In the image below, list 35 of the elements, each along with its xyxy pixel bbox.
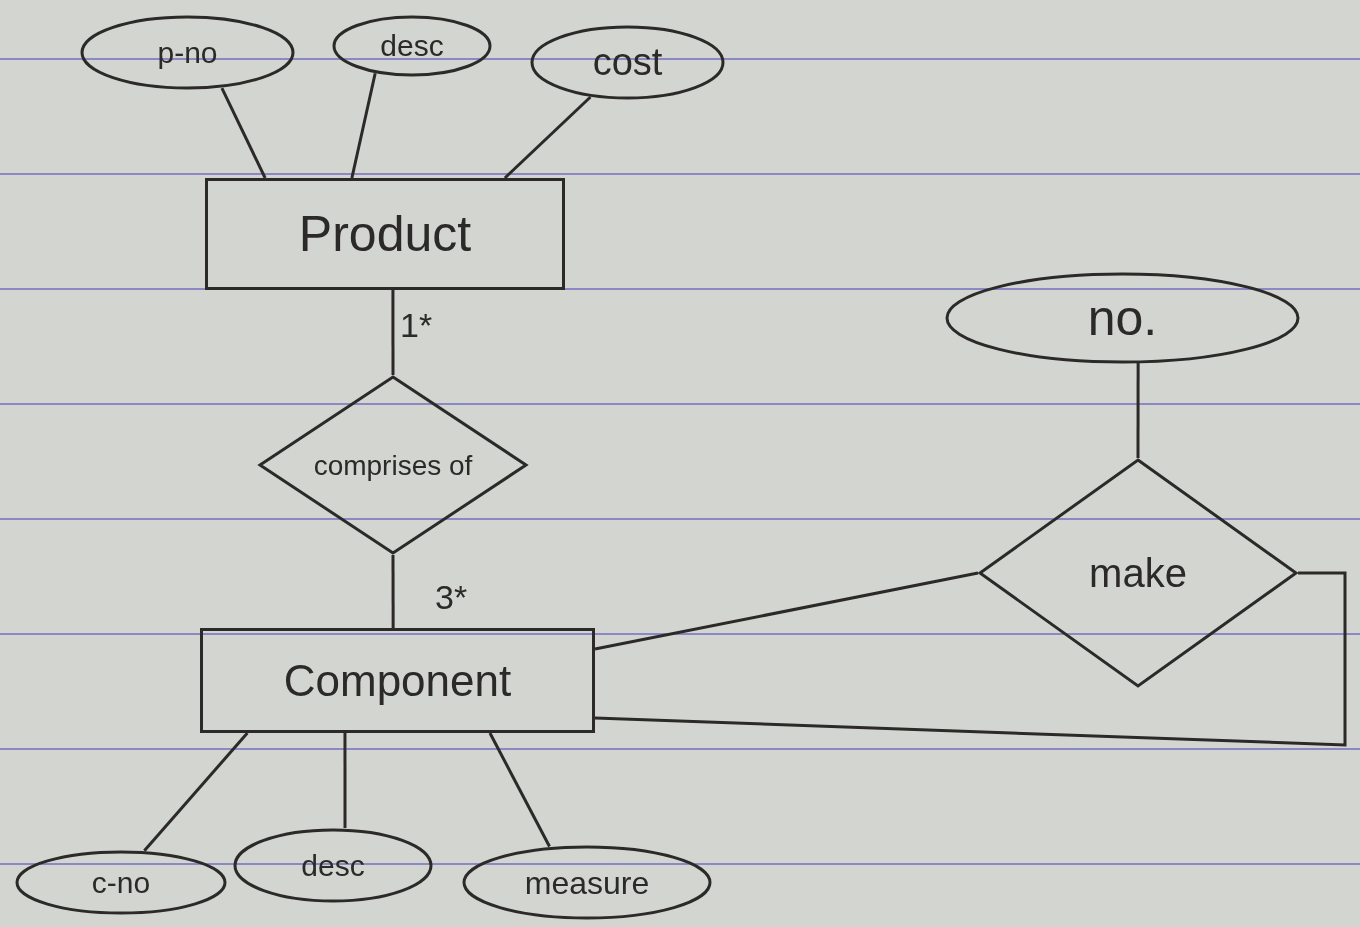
connector-line <box>488 732 551 848</box>
relationship-diamond <box>978 458 1298 688</box>
node-label: Component <box>283 655 512 707</box>
attribute-ellipse <box>80 15 295 90</box>
connector-line <box>350 72 377 179</box>
attribute-ellipse <box>945 272 1300 364</box>
cardinality-label: 3* <box>435 577 468 618</box>
entity-box <box>200 628 595 733</box>
connector-line <box>1136 363 1140 458</box>
node-label: desc <box>380 28 444 65</box>
connector-line <box>143 732 249 852</box>
attribute-ellipse <box>332 15 492 77</box>
connector-line <box>391 290 395 375</box>
attribute-ellipse <box>15 850 227 915</box>
entity-box <box>205 178 565 290</box>
node-label: Product <box>298 204 472 264</box>
node-label: comprises of <box>313 448 473 483</box>
relationship-diamond <box>258 375 528 555</box>
attribute-ellipse <box>462 845 712 920</box>
node-label: make <box>1089 550 1187 597</box>
connector-line <box>503 95 592 180</box>
node-label: c-no <box>91 864 151 901</box>
node-label: measure <box>524 863 650 903</box>
connector-line <box>391 555 395 628</box>
node-label: desc <box>301 847 365 884</box>
cardinality-label: 1* <box>400 305 433 346</box>
connector-line <box>343 733 347 828</box>
connector-line <box>594 571 1347 747</box>
attribute-ellipse <box>530 25 725 100</box>
node-label: no. <box>1087 288 1158 348</box>
connector-line <box>220 87 267 179</box>
node-label: cost <box>592 39 663 85</box>
attribute-ellipse <box>233 828 433 903</box>
node-label: p-no <box>157 34 218 71</box>
connector-line <box>594 571 979 651</box>
